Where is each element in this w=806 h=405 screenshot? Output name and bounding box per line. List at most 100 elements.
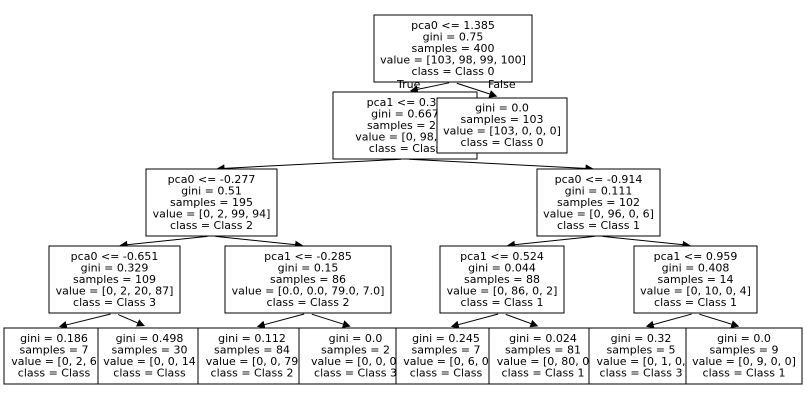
node-line: value = [0, 1, 0,	[596, 355, 685, 368]
node-line: samples = 102	[557, 196, 640, 209]
node-box	[436, 97, 568, 154]
node-line: gini = 0.667	[371, 107, 439, 120]
node-line: gini = 0.0	[329, 332, 383, 345]
node-box	[488, 327, 598, 385]
node-line: value = [0, 80, 0	[497, 355, 590, 368]
node-line: value = [0, 86, 0, 2]	[447, 284, 558, 297]
node-line: samples = 103	[461, 113, 544, 126]
node-line: value = [103, 0, 0, 0]	[443, 125, 561, 138]
edge-labels: True False	[396, 78, 516, 91]
node-line: pca1 <= 0.32	[367, 96, 444, 109]
node-box	[439, 245, 565, 314]
node-line: value = [0, 10, 0, 4]	[640, 284, 751, 297]
node-line: pca1 <= -0.285	[264, 250, 352, 263]
node-line: value = [0, 6, 0	[403, 355, 489, 368]
node-line: samples = 195	[170, 196, 253, 209]
node-line: class = Class 1	[654, 296, 737, 309]
node-line: class = Class 1	[502, 367, 585, 380]
node-line: value = [0, 2, 6	[11, 355, 97, 368]
node-line: value = [0, 9, 0, 0]	[692, 355, 796, 368]
edge-n0-n1	[409, 82, 450, 94]
node-line: samples = 7	[20, 344, 89, 357]
node-line: pca0 <= -0.651	[71, 250, 159, 263]
node-line: value = [0, 0, 0,	[311, 355, 400, 368]
node-line: gini = 0.15	[278, 261, 339, 274]
node-box	[3, 327, 105, 385]
node-line: class = Class 1	[461, 296, 544, 309]
node-box	[224, 245, 392, 314]
node-box	[536, 168, 661, 237]
node-line: class = Class 1	[703, 367, 786, 380]
node-line: gini = 0.498	[116, 332, 184, 345]
node-line: value = [0, 0, 14	[103, 355, 196, 368]
node-box	[633, 245, 758, 314]
node-line: samples = 86	[270, 273, 346, 286]
node-line: gini = 0.044	[468, 261, 536, 274]
node-line: pca1 <= 0.959	[654, 250, 738, 263]
node-line: class = Class 3	[314, 367, 397, 380]
tree-edges	[58, 82, 740, 329]
node-line: samples = 7	[412, 344, 481, 357]
node-line: samples = 2	[321, 344, 390, 357]
node-line: gini = 0.0	[717, 332, 771, 345]
node-line: pca0 <= -0.914	[555, 173, 643, 186]
node-line: value = [0, 0, 79	[206, 355, 299, 368]
edge-n1-n4	[408, 158, 594, 173]
node-box	[373, 14, 533, 83]
node-line: samples = 14	[658, 273, 734, 286]
edge-n3-n6	[215, 235, 304, 249]
node-line: samples = 29	[367, 119, 443, 132]
node-line: class = Class 0	[412, 65, 495, 78]
node-line: samples = 84	[214, 344, 290, 357]
edge-n7-n14	[505, 313, 539, 328]
node-line: class = Class 2	[267, 296, 350, 309]
node-line: class = Class	[113, 367, 186, 380]
node-line: samples = 9	[710, 344, 779, 357]
node-line: value = [0, 96, 0, 6]	[543, 207, 654, 220]
node-line: class = Class 2	[211, 367, 294, 380]
node-box	[395, 327, 497, 385]
edge-n0-n2	[456, 82, 498, 98]
node-line: gini = 0.51	[181, 184, 242, 197]
node-box	[298, 327, 413, 385]
node-line: pca0 <= -0.277	[168, 173, 256, 186]
edge-n7-n13	[450, 313, 499, 329]
node-line: gini = 0.329	[81, 261, 149, 274]
edge-n4-n8	[602, 235, 691, 249]
node-box	[685, 327, 803, 385]
node-box	[97, 327, 202, 385]
node-line: class = Class	[18, 367, 91, 380]
node-line: class = Class 3	[600, 367, 683, 380]
node-line: gini = 0.245	[412, 332, 480, 345]
node-line: samples = 109	[73, 273, 156, 286]
node-line: pca1 <= 0.524	[460, 250, 544, 263]
node-box	[145, 168, 278, 237]
true-edge-label: True	[396, 78, 421, 91]
node-line: samples = 400	[412, 42, 495, 55]
node-line: value = [0, 2, 99, 94]	[153, 207, 271, 220]
edge-n5-n10	[117, 314, 145, 327]
node-line: class = Class	[369, 142, 442, 155]
edge-n4-n7	[506, 235, 595, 249]
node-line: value = [0, 2, 20, 87]	[56, 284, 174, 297]
node-box	[197, 327, 307, 385]
node-box	[48, 245, 181, 314]
edge-n3-n5	[119, 235, 208, 249]
node-line: class = Class 2	[170, 219, 253, 232]
node-line: class = Class 1	[557, 219, 640, 232]
node-line: gini = 0.0	[475, 102, 529, 115]
